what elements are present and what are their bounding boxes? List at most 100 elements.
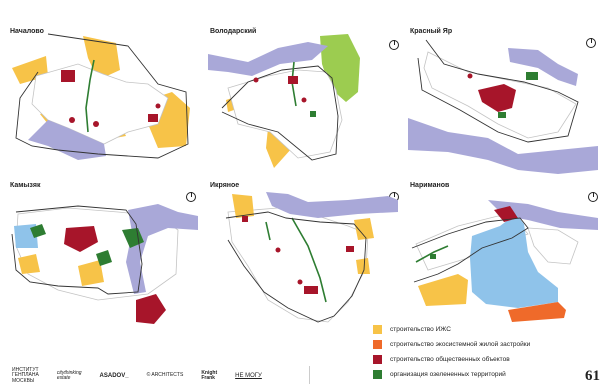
legend-item-public: строительство общественных объектов bbox=[373, 352, 598, 366]
legend-item-green: организация озелененных территорий bbox=[373, 367, 598, 381]
north-arrow-icon bbox=[186, 192, 196, 202]
map-volodarsky bbox=[208, 34, 360, 168]
settlement-boundary bbox=[417, 39, 579, 143]
footer-logos: ИНСТИТУТ ГЕНПЛАНА МОСКВЫ citythinking es… bbox=[12, 366, 312, 386]
footer-divider bbox=[309, 366, 310, 384]
public-object bbox=[242, 216, 248, 222]
map-nachalovo bbox=[12, 33, 190, 160]
public-object bbox=[253, 77, 259, 83]
logo-ne-mogu: НЕ МОГУ bbox=[235, 373, 262, 379]
legend-label: строительство экосистемной жилой застрой… bbox=[390, 340, 531, 348]
map-panel-ikryanoe: Икряное bbox=[208, 182, 399, 330]
settlement-boundary bbox=[11, 205, 143, 295]
panel-title: Нариманов bbox=[410, 182, 450, 189]
page-number: 61 bbox=[585, 368, 600, 384]
settlement-area bbox=[227, 207, 369, 323]
logo-line: Knight bbox=[201, 369, 218, 376]
legend-item-eco: строительство экосистемной жилой застрой… bbox=[373, 337, 598, 351]
river bbox=[266, 192, 398, 218]
public-object bbox=[155, 103, 161, 109]
logo-line: НЕ МОГУ bbox=[235, 372, 262, 379]
izhs-zone bbox=[418, 274, 468, 306]
legend-label: организация озелененных территорий bbox=[390, 370, 506, 378]
izhs-zone bbox=[354, 218, 374, 240]
map-ikryanoe bbox=[225, 192, 398, 323]
river bbox=[126, 204, 198, 294]
green-corridor bbox=[415, 245, 449, 263]
public-object bbox=[478, 84, 516, 112]
panel-title: Икряное bbox=[210, 182, 240, 189]
map-panel-kamyzyak: Камызяк bbox=[8, 182, 198, 330]
panel-title: Началово bbox=[10, 28, 44, 35]
legend-label: строительство ИЖС bbox=[390, 325, 451, 333]
water-area bbox=[470, 214, 558, 308]
river bbox=[408, 118, 598, 174]
legend-label: строительство общественных объектов bbox=[390, 355, 510, 363]
legend-swatch bbox=[373, 324, 382, 334]
green-corridor bbox=[85, 59, 95, 133]
green-object bbox=[498, 112, 506, 118]
izhs-zone bbox=[18, 254, 40, 274]
settlement-boundary bbox=[221, 65, 339, 161]
logo-knight-frank: Knight Frank bbox=[201, 369, 218, 382]
map-panel-volodarsky: Володарский bbox=[208, 28, 399, 176]
izhs-zone bbox=[83, 36, 120, 80]
logo-citythinking: citythinking estate bbox=[56, 369, 82, 382]
public-object bbox=[69, 117, 75, 123]
logo-line: МОСКВЫ bbox=[12, 377, 35, 384]
logo-line: ИНСТИТУТ bbox=[12, 367, 39, 374]
logo-line: © ARCHITECTS bbox=[146, 372, 184, 379]
green-corridor bbox=[265, 221, 271, 241]
map-panel-krasny-yar: Красный Яр bbox=[408, 28, 598, 176]
map-panel-narimanov: Нариманов bbox=[408, 182, 598, 330]
green-object bbox=[30, 224, 46, 238]
logo-ai-architects: © ARCHITECTS bbox=[146, 372, 184, 379]
logo-line: estate bbox=[56, 375, 71, 381]
public-object bbox=[301, 97, 307, 103]
river bbox=[28, 120, 106, 160]
legend-swatch bbox=[373, 369, 382, 379]
legend-swatch bbox=[373, 339, 382, 349]
river bbox=[208, 42, 328, 76]
public-object bbox=[64, 226, 98, 252]
public-object bbox=[467, 73, 473, 79]
public-object bbox=[346, 246, 354, 252]
logo-institute: ИНСТИТУТ ГЕНПЛАНА МОСКВЫ bbox=[12, 367, 39, 384]
logo-line: citythinking bbox=[56, 369, 82, 376]
public-object bbox=[275, 247, 281, 253]
public-object bbox=[136, 294, 166, 324]
logo-line: Frank bbox=[201, 375, 215, 381]
river bbox=[488, 200, 598, 230]
public-object bbox=[494, 206, 518, 222]
legend-item-izhs: строительство ИЖС bbox=[373, 322, 598, 336]
map-panel-nachalovo: Началово bbox=[8, 28, 198, 176]
panel-title: Красный Яр bbox=[410, 28, 453, 35]
north-arrow-icon bbox=[389, 40, 399, 50]
izhs-zone bbox=[78, 260, 104, 286]
river bbox=[508, 48, 578, 86]
logo-line: ГЕНПЛАНА bbox=[12, 372, 39, 379]
public-object bbox=[93, 121, 99, 127]
panel-title: Володарский bbox=[210, 28, 257, 35]
settlement-area bbox=[527, 227, 579, 265]
legend: строительство ИЖС строительство экосисте… bbox=[373, 322, 598, 382]
green-object bbox=[526, 72, 538, 80]
green-object bbox=[96, 250, 112, 266]
map-narimanov bbox=[411, 200, 598, 322]
map-kamyzyak bbox=[11, 204, 198, 324]
settlement-area bbox=[227, 69, 343, 159]
green-object bbox=[430, 254, 436, 259]
logo-asadov: ASADOV_ bbox=[100, 373, 129, 379]
settlement-boundary bbox=[15, 33, 189, 159]
public-object bbox=[304, 286, 318, 294]
public-object bbox=[148, 114, 158, 122]
map-krasny-yar bbox=[408, 39, 598, 174]
settlement-boundary bbox=[411, 217, 529, 283]
izhs-zone bbox=[232, 194, 254, 218]
legend-swatch bbox=[373, 354, 382, 364]
north-arrow-icon bbox=[588, 192, 598, 202]
settlement-boundary bbox=[225, 211, 367, 323]
izhs-zone bbox=[356, 258, 370, 274]
north-arrow-icon bbox=[586, 38, 596, 48]
public-object bbox=[288, 76, 298, 84]
